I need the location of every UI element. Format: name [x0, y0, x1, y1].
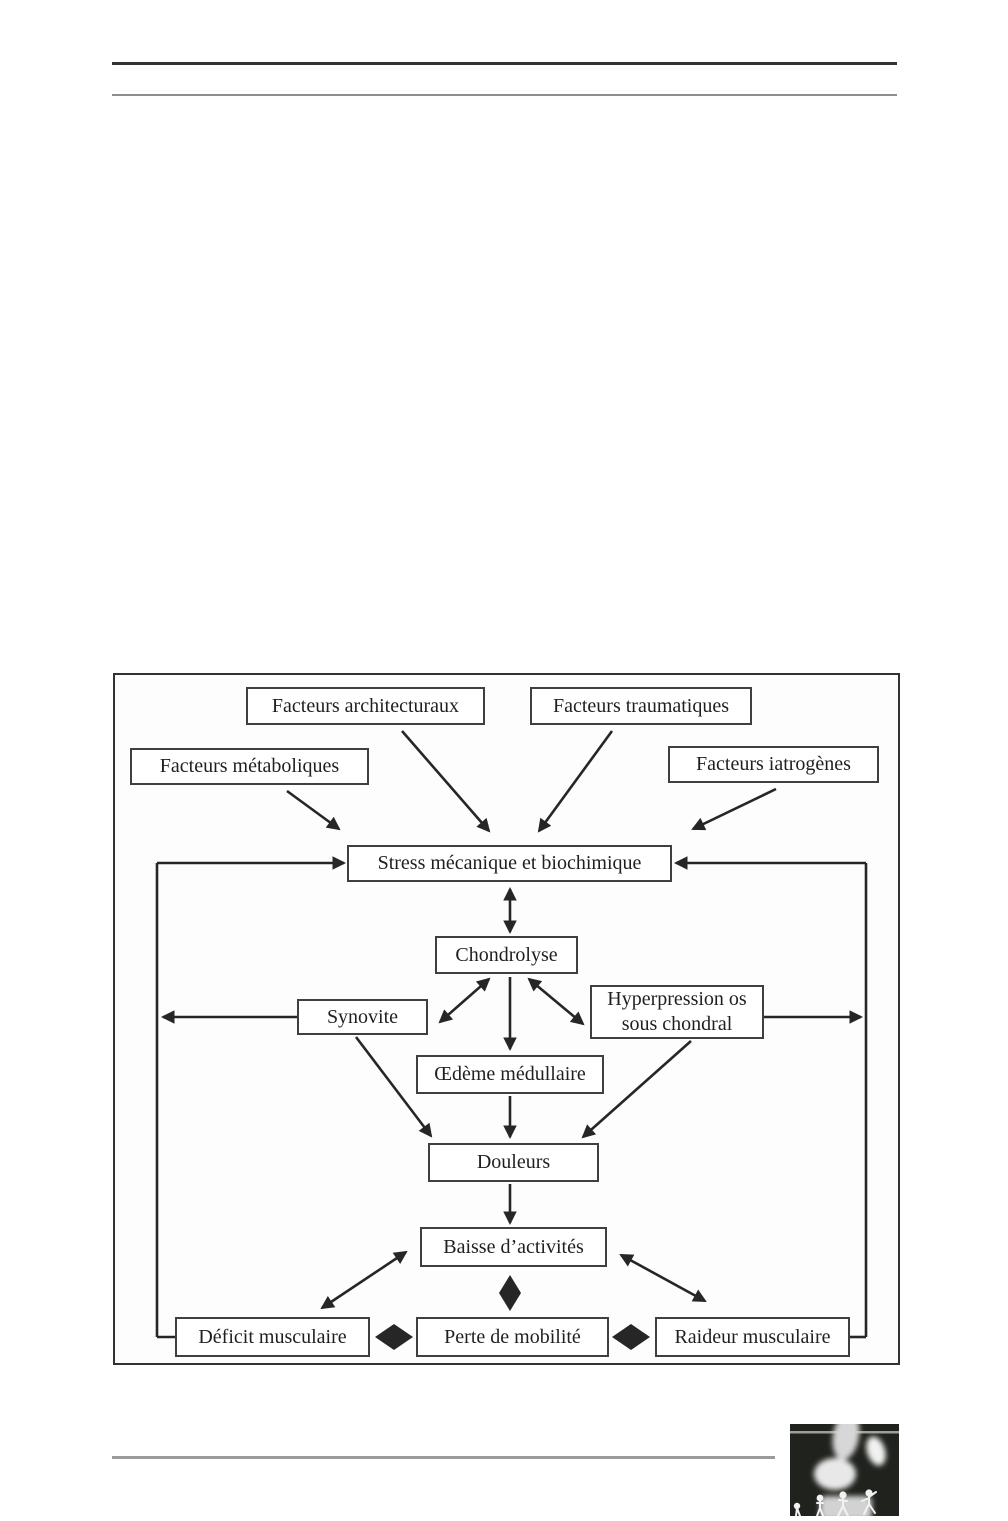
node-chondrolyse: Chondrolyse — [435, 936, 578, 974]
flowchart-frame: Facteurs architecturaux Facteurs traumat… — [113, 673, 900, 1365]
knee-xray-image — [790, 1412, 899, 1520]
node-hyperpression: Hyperpression os sous chondral — [590, 985, 764, 1039]
node-facteurs-traumatiques: Facteurs traumatiques — [530, 687, 752, 725]
node-douleurs: Douleurs — [428, 1143, 599, 1182]
node-raideur-musculaire: Raideur musculaire — [655, 1317, 850, 1357]
node-stress-mecanique: Stress mécanique et biochimique — [347, 845, 672, 882]
node-synovite: Synovite — [297, 999, 428, 1035]
node-perte-mobilite: Perte de mobilité — [416, 1317, 609, 1357]
header-rule-top — [112, 62, 897, 65]
node-oedeme-medullaire: Œdème médullaire — [416, 1055, 604, 1094]
header-rule-bottom — [112, 94, 897, 96]
flowchart-arrows — [155, 730, 868, 1350]
node-deficit-musculaire: Déficit musculaire — [175, 1317, 370, 1357]
node-facteurs-metaboliques: Facteurs métaboliques — [130, 748, 369, 785]
footer-rule — [112, 1456, 775, 1459]
node-facteurs-iatrogenes: Facteurs iatrogènes — [668, 746, 879, 783]
silhouette-figures — [793, 1489, 877, 1517]
node-facteurs-architecturaux: Facteurs architecturaux — [246, 687, 485, 725]
node-baisse-activites: Baisse d’activités — [420, 1227, 607, 1267]
